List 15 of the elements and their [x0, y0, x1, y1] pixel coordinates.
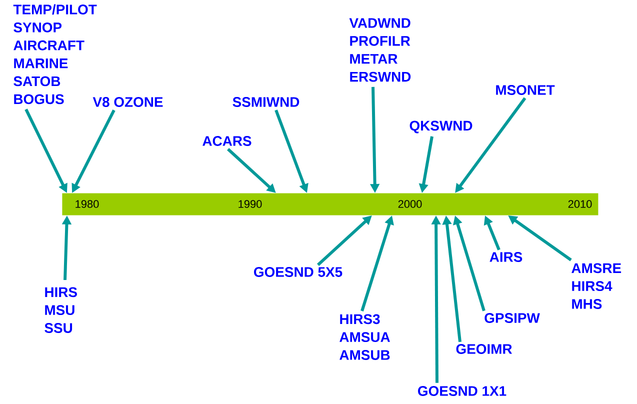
data-label: AIRS [490, 252, 522, 262]
data-label: QKSWND [410, 120, 472, 134]
data-label: GOESND 1X1 [418, 386, 506, 396]
data-label: SSMIWND [232, 97, 300, 107]
label-stack: HIRS3 AMSUA AMSUB [340, 314, 390, 360]
label-stack: VADWND PROFILR METAR ERSWND [349, 18, 411, 82]
data-label: ACARS [202, 136, 252, 146]
data-label: GPSIPW [484, 313, 540, 323]
label-stack: HIRS MSU SSU [44, 287, 77, 333]
label-stack: AMSRE HIRS4 MHS [572, 263, 622, 309]
data-label: GOESND 5X5 [254, 267, 342, 277]
data-label: GEOIMR [456, 344, 512, 354]
data-label: MSONET [496, 85, 555, 95]
data-label: V8 OZONE [92, 97, 163, 107]
timeline-bar: 1980 1990 2000 2010 [62, 193, 598, 216]
